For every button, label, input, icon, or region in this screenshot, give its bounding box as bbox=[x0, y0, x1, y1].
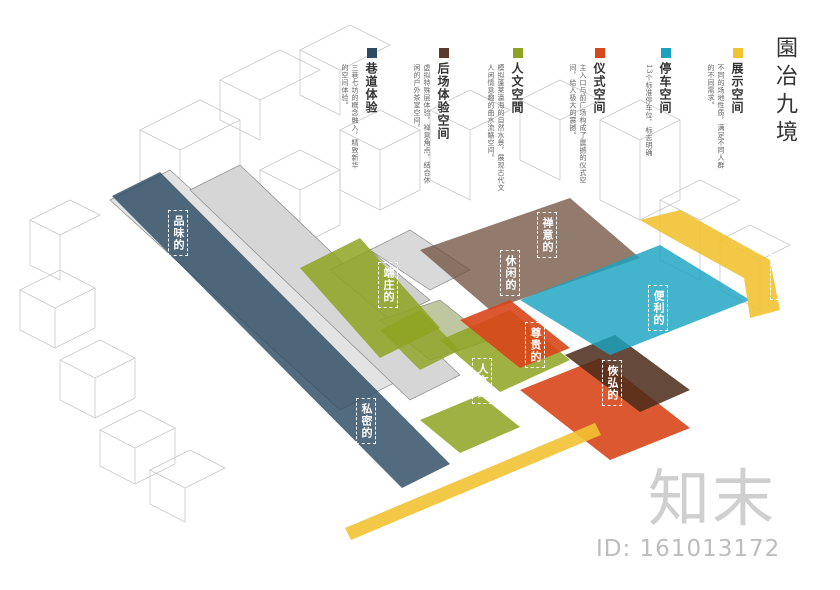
legend-text: 三巷七坊的概念融入，精致新华的空间体验。 bbox=[341, 64, 359, 169]
legend-parking: 停车空间 13个标准停车位，标志明确 bbox=[644, 48, 674, 174]
zone-humanities-strip-2 bbox=[380, 310, 460, 370]
legend-text: 模拟蓬莱瀛海的自然水景，展现古代文人闲情意趣的曲水流觞空间。 bbox=[487, 64, 505, 192]
legend-text: 13个标准停车位，标志明确 bbox=[645, 64, 653, 157]
zone-label-pinwei: 品味的 bbox=[168, 210, 188, 256]
zone-parking bbox=[520, 245, 750, 355]
legend-text: 主入口与前广场构成了震撼的仪式空间，给人极大的震撼。 bbox=[569, 64, 587, 184]
legend-display: 展示空间 不同的场地性质，满足不同人群的不同需求。 bbox=[706, 48, 746, 174]
zone-backyard bbox=[420, 198, 640, 310]
legend-swatch-backyard bbox=[438, 48, 449, 58]
legend-title: 展示空间 bbox=[730, 62, 744, 114]
legend-swatch-display bbox=[732, 48, 743, 58]
watermark-brand: 知末 bbox=[648, 462, 777, 535]
legend-swatch-ceremony bbox=[594, 48, 605, 58]
legend-backyard: 后场体验空间 虚拟特殊层体验，禅意角点，结合休闲的户外茶室空间。 bbox=[412, 48, 452, 184]
zone-label-renwen: 人文的 bbox=[472, 358, 492, 404]
legend-title: 后场体验空间 bbox=[436, 62, 450, 140]
legend-text: 虚拟特殊层体验，禅意角点，结合休闲的户外茶室空间。 bbox=[413, 64, 431, 184]
zone-label-bianli: 便利的 bbox=[648, 285, 668, 331]
legend-ceremony: 仪式空间 主入口与前广场构成了震撼的仪式空间，给人极大的震撼。 bbox=[568, 48, 608, 189]
legend-title: 人文空間 bbox=[510, 62, 524, 114]
zone-label-zungui: 尊贵的 bbox=[525, 322, 545, 368]
watermark-id: ID: 161013172 bbox=[596, 536, 781, 562]
zone-display-path bbox=[345, 210, 780, 540]
zone-lane-strip bbox=[112, 172, 450, 488]
zone-label-simi: 私密的 bbox=[356, 398, 376, 444]
zone-label-xiuxian: 休闲的 bbox=[500, 250, 520, 296]
legend-text: 不同的场地性质，满足不同人群的不同需求。 bbox=[707, 64, 725, 169]
zone-ceremony-2 bbox=[520, 358, 690, 460]
zone-label-dianjing: 点睛的 bbox=[770, 254, 790, 300]
legend-swatch-lane bbox=[366, 48, 377, 58]
legend-lane: 巷道体验 三巷七坊的概念融入，精致新华的空间体验。 bbox=[340, 48, 380, 174]
zone-label-huihong: 恢弘的 bbox=[602, 360, 622, 406]
legend-title: 仪式空间 bbox=[592, 62, 606, 114]
legend-swatch-humanities bbox=[512, 48, 523, 58]
legend-title: 停车空间 bbox=[658, 62, 672, 114]
legend-title: 巷道体验 bbox=[364, 62, 378, 114]
zone-ceremony-1 bbox=[460, 300, 570, 368]
zone-label-chanyi: 禅意的 bbox=[537, 212, 557, 258]
legend-humanities: 人文空間 模拟蓬莱瀛海的自然水景，展现古代文人闲情意趣的曲水流觞空间。 bbox=[486, 48, 526, 194]
page-title: 園冶九境 bbox=[772, 36, 797, 148]
zone-dark-brown bbox=[565, 335, 690, 412]
legend-swatch-parking bbox=[660, 48, 671, 58]
zone-label-duanzhuang: 端庄的 bbox=[378, 262, 398, 308]
